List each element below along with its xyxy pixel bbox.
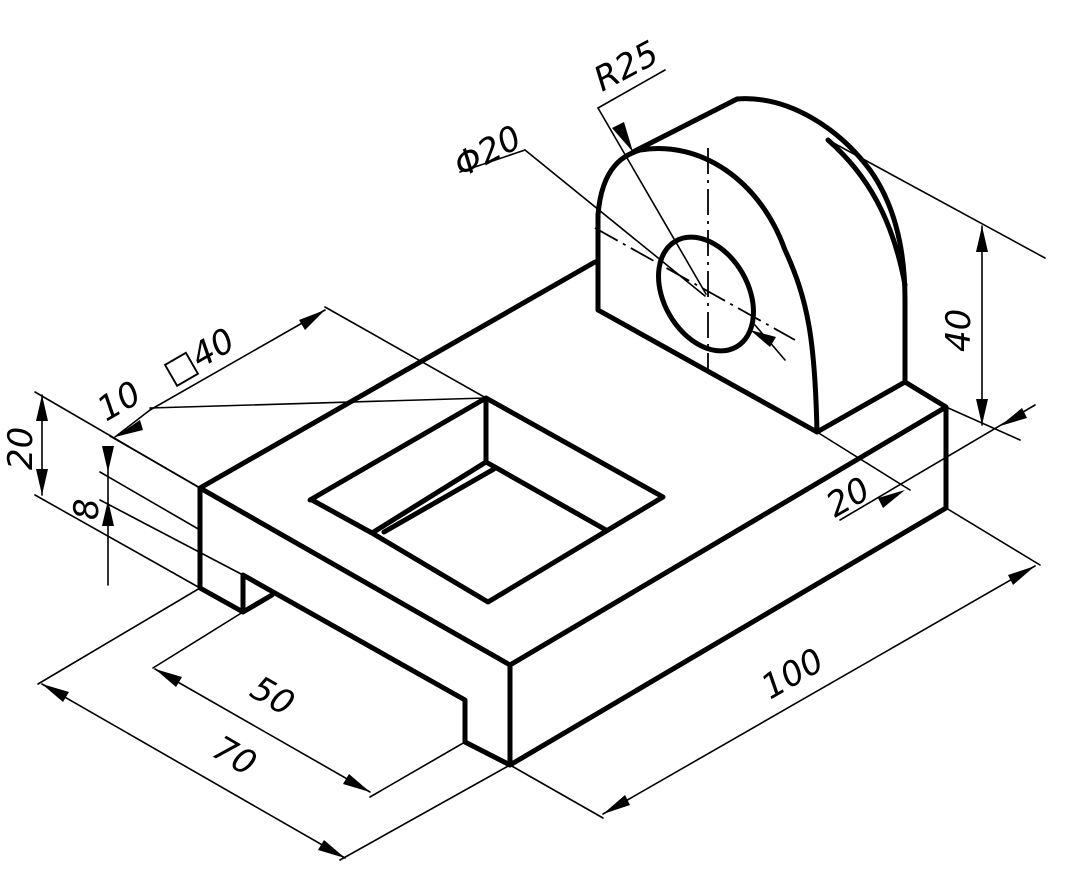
- ext-line-8-bottom: [99, 499, 244, 576]
- ext-line-100-b: [945, 507, 1041, 566]
- ext-line-20-bottom: [34, 494, 201, 589]
- arrow-50-left: [155, 669, 182, 687]
- dim-line-10: [114, 409, 151, 438]
- dim-line-50: [154, 668, 371, 793]
- label-diameter: Φ20: [447, 118, 528, 186]
- ext-line-70-b: [339, 764, 511, 861]
- leader-diameter: [459, 149, 526, 173]
- square-pocket: [307, 395, 666, 605]
- arrow-50-right: [343, 774, 370, 792]
- dimension-labels: Φ20 R25 □40 10 20 8 40 20 100 70 50: [1, 33, 979, 784]
- label-70: 70: [206, 728, 263, 784]
- label-100: 100: [755, 641, 831, 708]
- ext-line-10-a: [109, 435, 201, 489]
- boss-right-arc: [825, 137, 908, 288]
- arrow-8-top: [102, 446, 114, 472]
- ext-line-50-a: [152, 611, 244, 669]
- ext-line-pocket: [149, 397, 487, 409]
- dim-line-40-square: [149, 309, 326, 411]
- arrow-radius: [612, 122, 633, 152]
- slot-underside-edge: [240, 592, 275, 615]
- arrow-10-left: [115, 420, 143, 437]
- ext-line-pocket-b: [324, 306, 487, 399]
- arrow-20-thickness-b: [878, 490, 905, 508]
- ext-line-50-b: [369, 741, 466, 798]
- center-lines: [594, 148, 796, 372]
- dim-line-70: [41, 683, 346, 859]
- ext-line-40-bottom: [945, 406, 1021, 441]
- ext-line-8-top: [99, 471, 201, 531]
- base-front-left-face: [197, 485, 513, 768]
- ext-line-20-thickness: [816, 431, 911, 491]
- arrow-40-square-right: [299, 310, 325, 330]
- arrow-100-right: [1008, 566, 1035, 585]
- object-outline: [197, 96, 949, 768]
- label-boss-height-40: 40: [939, 309, 979, 352]
- label-8: 8: [67, 498, 107, 520]
- arrowheads: [36, 122, 1035, 858]
- arrow-100-left: [603, 795, 630, 814]
- arrow-70-right: [318, 840, 345, 858]
- arrow-20-bottom: [36, 469, 48, 495]
- arrow-20-top: [36, 395, 48, 421]
- arrow-40-top: [976, 226, 988, 252]
- ext-line-70-a: [37, 587, 201, 685]
- leader-radius: [597, 69, 666, 109]
- ext-line-100-a: [509, 764, 604, 819]
- leader-diameter-b: [524, 149, 706, 297]
- arrow-40-bottom: [976, 399, 988, 425]
- arrow-8-bottom: [102, 500, 114, 526]
- arrow-70-left: [42, 684, 69, 702]
- dim-line-100: [602, 565, 1036, 815]
- ext-line-40-top: [827, 139, 1046, 259]
- label-radius: R25: [587, 33, 665, 100]
- label-50: 50: [244, 668, 301, 724]
- label-base-height-20: 20: [1, 427, 41, 470]
- arrow-diameter: [750, 330, 776, 347]
- horizontal-center-line: [594, 227, 796, 341]
- dimension-lines: [34, 69, 1046, 861]
- boss-front-face: [595, 146, 820, 435]
- leader-radius-b: [597, 107, 707, 295]
- arrow-20-thickness-a: [1000, 408, 1027, 426]
